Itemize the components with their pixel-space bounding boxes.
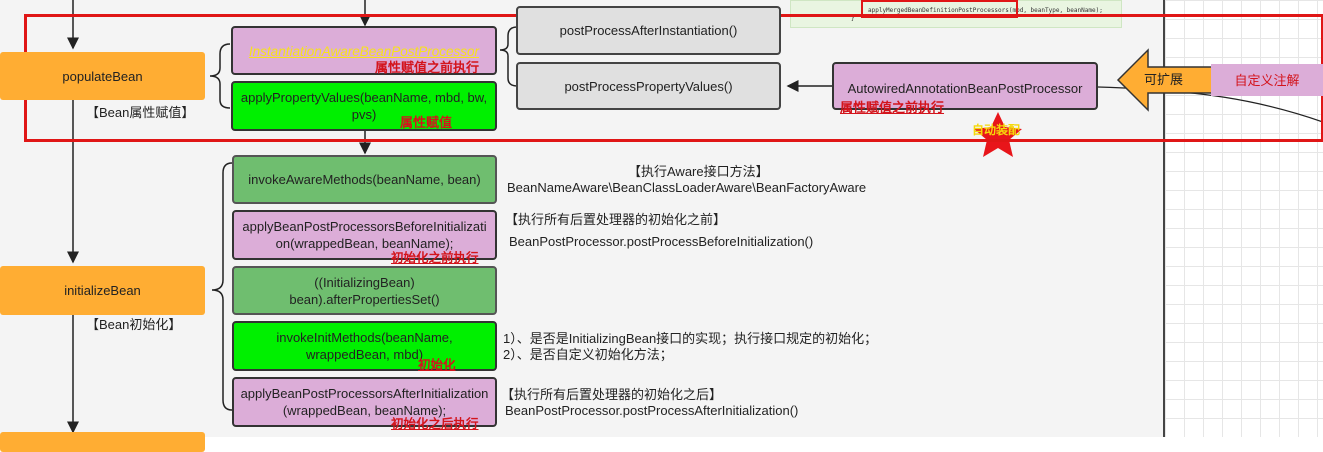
iabpp-label: InstantiationAwareBeanPostProcessor (248, 44, 480, 59)
star-shape (974, 112, 1022, 157)
autowired-processor-node: AutowiredAnnotationBeanPostProcessor (832, 62, 1098, 110)
init-step-label: invokeAwareMethods(beanName, bean) (248, 172, 481, 187)
post-process-after-instantiation-label: postProcessAfterInstantiation() (559, 23, 738, 38)
next-node-partial (0, 432, 205, 452)
extensible-label: 可扩展 (1144, 72, 1184, 87)
populate-bean-node: populateBean (0, 52, 205, 100)
canvas-divider (1163, 0, 1165, 437)
init-step-desc: BeanNameAware\BeanClassLoaderAware\BeanF… (507, 180, 867, 195)
initialize-bean-node: initializeBean (0, 266, 205, 315)
init-step-node: invokeAwareMethods(beanName, bean) (232, 155, 497, 204)
init-step-desc: 2）、是否自定义初始化方法； (503, 347, 673, 362)
init-step-desc-title: 【执行所有后置处理器的初始化之后】 (501, 387, 723, 402)
post-process-property-values-label: postProcessPropertyValues() (564, 78, 733, 94)
init-step-desc-title: 【执行Aware接口方法】 (628, 164, 769, 179)
init-step-note: 初始化之前执行 (391, 251, 479, 265)
populate-caption: 【Bean属性赋值】 (86, 105, 195, 120)
custom-annotation-label: 自定义注解 (1234, 72, 1300, 88)
apply-property-values-label: applyPropertyValues(beanName, mbd, bw, p… (240, 90, 488, 122)
autowired-note: 属性赋值之前执行 (840, 100, 945, 115)
init-step-node: invokeInitMethods(beanName, wrappedBean,… (232, 321, 497, 371)
custom-annotation-node: 自定义注解 (1211, 64, 1323, 96)
code-highlight-box (861, 0, 1018, 18)
apply-property-values-note: 属性赋值 (400, 115, 453, 130)
post-process-after-instantiation-node: postProcessAfterInstantiation() (516, 6, 781, 55)
populate-bean-label: populateBean (62, 68, 143, 84)
init-step-desc: BeanPostProcessor.postProcessBeforeIniti… (509, 234, 814, 249)
code-line: applyMergedBeanDefinitionPostProcessors(… (868, 7, 1103, 14)
init-step-note: 初始化之后执行 (391, 417, 479, 431)
initialize-caption: 【Bean初始化】 (86, 317, 182, 332)
init-step-label: applyBeanPostProcessorsAfterInitializati… (240, 386, 489, 418)
autowired-processor-label: AutowiredAnnotationBeanPostProcessor (847, 81, 1083, 96)
initialize-bean-label: initializeBean (64, 283, 141, 298)
init-step-label: applyBeanPostProcessorsBeforeInitializat… (242, 219, 487, 251)
init-step-desc-title: 【执行所有后置处理器的初始化之前】 (505, 212, 727, 227)
init-step-node: applyBeanPostProcessorsBeforeInitializat… (232, 210, 497, 260)
autowire-star-label: 自动装配 (972, 123, 1021, 137)
init-step-desc-title: 1）、是否是InitializingBean接口的实现；执行接口规定的初始化； (503, 331, 878, 346)
init-step-label: invokeInitMethods(beanName, wrappedBean,… (276, 330, 453, 362)
init-step-label: ((InitializingBean) bean).afterPropertie… (289, 274, 440, 307)
init-step-node: applyBeanPostProcessorsAfterInitializati… (232, 377, 497, 427)
init-step-desc: BeanPostProcessor.postProcessAfterInitia… (505, 403, 799, 418)
post-process-property-values-node: postProcessPropertyValues() (516, 62, 781, 110)
init-step-node: ((InitializingBean) bean).afterPropertie… (232, 266, 497, 315)
init-step-note: 初始化 (418, 358, 456, 372)
connector-lines (67, 0, 1323, 434)
apply-property-values-node: applyPropertyValues(beanName, mbd, bw, p… (231, 81, 497, 131)
iabpp-node: InstantiationAwareBeanPostProcessor (231, 26, 497, 75)
code-brace: } (851, 15, 855, 22)
iabpp-note: 属性赋值之前执行 (375, 60, 480, 75)
